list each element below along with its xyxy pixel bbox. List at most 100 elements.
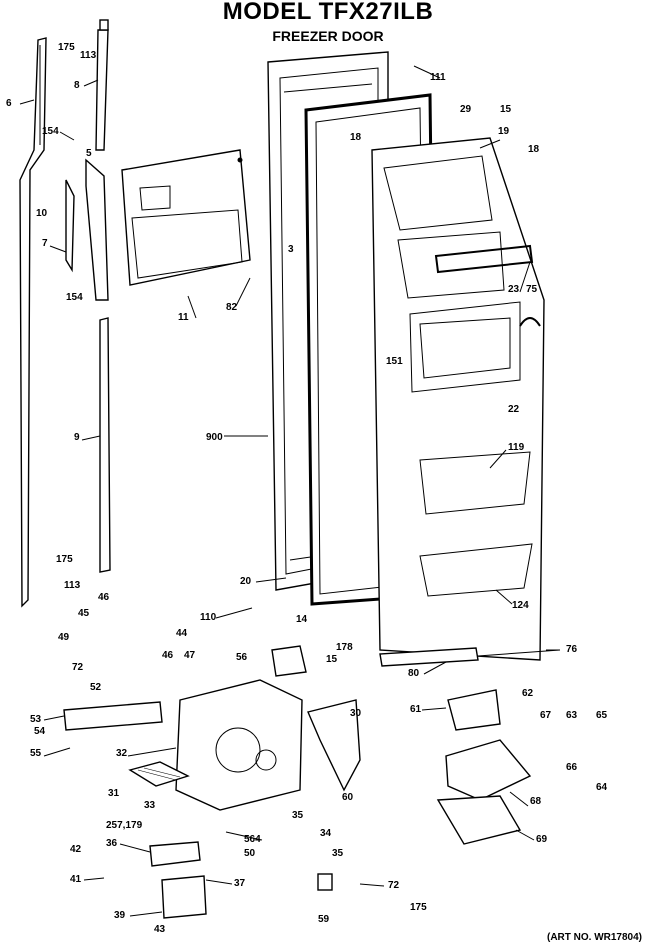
callout-34: 34 bbox=[320, 828, 332, 839]
callout-11: 11 bbox=[178, 312, 189, 323]
callout-113b: 113 bbox=[64, 580, 81, 591]
callout-14: 14 bbox=[296, 614, 308, 625]
callout-66: 66 bbox=[566, 762, 578, 773]
callout-32: 32 bbox=[116, 748, 128, 759]
callout-44: 44 bbox=[176, 628, 188, 639]
callout-175c: 175 bbox=[410, 902, 427, 913]
ice-bucket-68 bbox=[445, 739, 532, 801]
callout-42: 42 bbox=[70, 844, 82, 855]
callout-52: 52 bbox=[90, 682, 102, 693]
callout-53: 53 bbox=[30, 714, 42, 725]
callout-49: 49 bbox=[58, 632, 70, 643]
callout-61: 61 bbox=[410, 704, 422, 715]
callout-69: 69 bbox=[536, 834, 548, 845]
callout-22: 22 bbox=[508, 404, 520, 415]
cover-53 bbox=[63, 701, 163, 731]
callout-55: 55 bbox=[30, 748, 42, 759]
switch-59 bbox=[317, 873, 333, 891]
callout-113: 113 bbox=[80, 50, 97, 61]
callout-15: 15 bbox=[500, 104, 512, 115]
callout-65: 65 bbox=[596, 710, 608, 721]
door-trim-9 bbox=[99, 317, 111, 573]
callout-154: 154 bbox=[42, 126, 59, 137]
callout-41: 41 bbox=[70, 874, 82, 885]
callout-6: 6 bbox=[6, 98, 12, 109]
callout-110: 110 bbox=[200, 612, 217, 623]
door-liner bbox=[371, 137, 545, 661]
callout-18b: 18 bbox=[350, 132, 362, 143]
bracket-75 bbox=[519, 317, 541, 327]
callout-18: 18 bbox=[528, 144, 540, 155]
callout-178: 178 bbox=[336, 642, 353, 653]
door-trim-6 bbox=[19, 37, 47, 608]
callout-900: 900 bbox=[206, 432, 223, 443]
callout-68: 68 bbox=[530, 796, 542, 807]
callout-46b: 46 bbox=[162, 650, 174, 661]
callout-62: 62 bbox=[522, 688, 534, 699]
auger-69 bbox=[436, 795, 522, 845]
leader-lines bbox=[19, 65, 560, 917]
callout-10: 10 bbox=[36, 208, 48, 219]
callout-257-179: 257,179 bbox=[106, 820, 143, 831]
callout-75: 75 bbox=[526, 284, 538, 295]
callout-47: 47 bbox=[184, 650, 196, 661]
callout-35b: 35 bbox=[332, 848, 344, 859]
callout-9: 9 bbox=[74, 432, 80, 443]
tube-76 bbox=[477, 649, 561, 657]
callout-175: 175 bbox=[58, 42, 75, 53]
callout-76: 76 bbox=[566, 644, 578, 655]
callout-119: 119 bbox=[508, 442, 525, 453]
callout-35: 35 bbox=[292, 810, 304, 821]
callout-7: 7 bbox=[42, 238, 48, 249]
callout-5: 5 bbox=[86, 148, 92, 159]
callout-59: 59 bbox=[318, 914, 330, 925]
callout-82: 82 bbox=[226, 302, 238, 313]
callout-43: 43 bbox=[154, 924, 166, 935]
rail-15 bbox=[379, 647, 479, 667]
callout-29: 29 bbox=[460, 104, 472, 115]
callout-80: 80 bbox=[408, 668, 420, 679]
callout-20: 20 bbox=[240, 576, 252, 587]
callout-56: 56 bbox=[236, 652, 248, 663]
callout-labels: 175 113 8 6 154 5 10 7 154 9 175 113 11 1… bbox=[6, 42, 608, 935]
plate-39 bbox=[161, 875, 207, 919]
callout-72b: 72 bbox=[388, 880, 400, 891]
callout-30: 30 bbox=[350, 708, 362, 719]
callout-8: 8 bbox=[74, 80, 80, 91]
callout-154b: 154 bbox=[66, 292, 83, 303]
valve-56 bbox=[271, 645, 307, 677]
bracket-60 bbox=[307, 699, 361, 792]
callout-175b: 175 bbox=[56, 554, 73, 565]
callout-46: 46 bbox=[98, 592, 110, 603]
handle-assembly-5 bbox=[65, 158, 109, 301]
callout-39: 39 bbox=[114, 910, 126, 921]
callout-50: 50 bbox=[244, 848, 256, 859]
bucket-61 bbox=[447, 689, 501, 731]
callout-31: 31 bbox=[108, 788, 120, 799]
callout-3: 3 bbox=[288, 244, 294, 255]
callout-60: 60 bbox=[342, 792, 354, 803]
callout-67: 67 bbox=[540, 710, 552, 721]
callout-54: 54 bbox=[34, 726, 46, 737]
callout-63: 63 bbox=[566, 710, 578, 721]
callout-564: 564 bbox=[244, 834, 261, 845]
callout-72: 72 bbox=[72, 662, 84, 673]
callout-15b: 15 bbox=[326, 654, 338, 665]
callout-37: 37 bbox=[234, 878, 246, 889]
callout-64: 64 bbox=[596, 782, 608, 793]
door-trim-8 bbox=[95, 19, 109, 151]
art-number: (ART NO. WR17804) bbox=[546, 932, 642, 943]
callout-151: 151 bbox=[386, 356, 403, 367]
diagram-subtitle: FREEZER DOOR bbox=[272, 28, 384, 44]
inner-panel-11 bbox=[121, 149, 251, 286]
drip-tray-31 bbox=[128, 761, 190, 787]
bracket-36 bbox=[149, 841, 201, 867]
model-title: MODEL TFX27ILB bbox=[222, 0, 434, 25]
dispenser-housing-33 bbox=[175, 679, 303, 811]
callout-36: 36 bbox=[106, 838, 118, 849]
callout-33: 33 bbox=[144, 800, 156, 811]
callout-19: 19 bbox=[498, 126, 510, 137]
callout-124: 124 bbox=[512, 600, 529, 611]
callout-23: 23 bbox=[508, 284, 520, 295]
